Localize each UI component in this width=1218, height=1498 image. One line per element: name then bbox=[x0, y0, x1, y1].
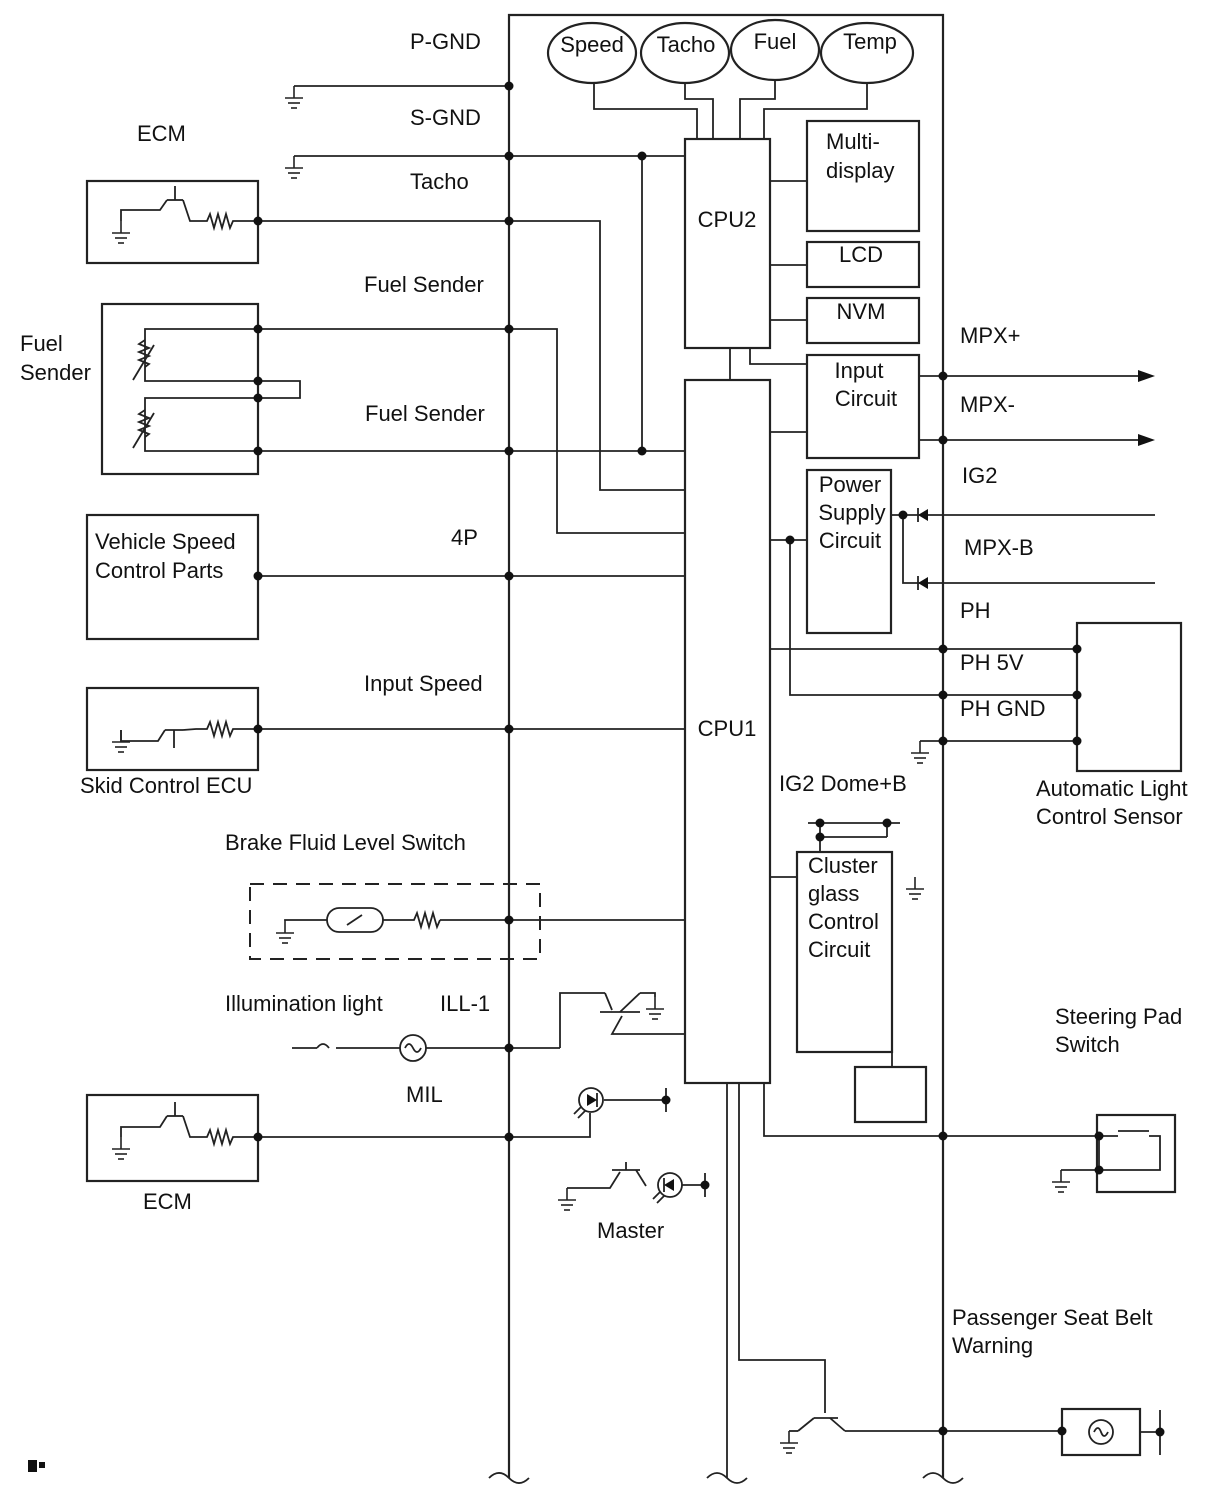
nvm-block: NVM bbox=[805, 296, 921, 345]
steering-pad-wiring bbox=[763, 1083, 1161, 1171]
fuel-meter: Fuel bbox=[729, 18, 821, 82]
cluster-sub-block bbox=[853, 1065, 928, 1124]
ph5v-label: PH 5V bbox=[960, 650, 1024, 675]
ph-label: PH bbox=[960, 598, 991, 623]
input-speed-label: Input Speed bbox=[364, 671, 483, 696]
s-gnd-label: S-GND bbox=[410, 105, 481, 130]
cpu1-block: CPU1 bbox=[683, 378, 772, 1085]
mpx-plus-label: MPX+ bbox=[960, 323, 1021, 348]
lcd-block: LCD bbox=[805, 240, 921, 289]
internal-wiring bbox=[749, 180, 1155, 878]
fuel-sender-unit bbox=[100, 302, 301, 476]
speed-meter-label: Speed bbox=[560, 32, 624, 57]
input-circuit-block: Input Circuit bbox=[805, 353, 921, 460]
multi-display-block: Multi- display bbox=[805, 119, 921, 233]
power-supply-block: Power Supply Circuit bbox=[805, 468, 893, 635]
input-circuit-label-1: Input bbox=[835, 358, 884, 383]
fuel-sender-label-2: Sender bbox=[20, 360, 91, 385]
cpu1-label: CPU1 bbox=[698, 716, 757, 741]
illumination-label: Illumination light bbox=[225, 991, 383, 1016]
alcs-label-2: Control Sensor bbox=[1036, 804, 1183, 829]
nvm-label: NVM bbox=[837, 299, 886, 324]
cluster-glass-block: Cluster glass Control Circuit bbox=[795, 850, 894, 1054]
power-supply-label-2: Supply bbox=[818, 500, 885, 525]
multi-display-label-1: Multi- bbox=[826, 129, 880, 154]
ecm-bottom bbox=[85, 1093, 260, 1183]
ig2-label: IG2 bbox=[962, 463, 997, 488]
temp-meter-label: Temp bbox=[843, 29, 897, 54]
junction-dots bbox=[253, 81, 1165, 1437]
ecm-top bbox=[85, 179, 260, 265]
cluster-label-4: Circuit bbox=[808, 937, 870, 962]
ecm-top-label: ECM bbox=[137, 121, 186, 146]
fuel-sender-signal-label-1: Fuel Sender bbox=[364, 272, 484, 297]
alcs-label-1: Automatic Light bbox=[1036, 776, 1188, 801]
tacho-meter: Tacho bbox=[639, 21, 731, 85]
mpx-b-diode bbox=[917, 576, 928, 590]
mpx-b-label: MPX-B bbox=[964, 535, 1034, 560]
brake-fluid-level-switch bbox=[249, 883, 541, 960]
input-circuit-label-2: Circuit bbox=[835, 386, 897, 411]
ground-symbols bbox=[112, 86, 1070, 1454]
ill1-label: ILL-1 bbox=[440, 991, 490, 1016]
seatbelt-indicator bbox=[1060, 1407, 1161, 1457]
steering-pad-label-2: Switch bbox=[1055, 1032, 1120, 1057]
cpu2-block: CPU2 bbox=[683, 137, 772, 350]
ecm-bottom-label: ECM bbox=[143, 1189, 192, 1214]
speed-meter: Speed bbox=[546, 21, 638, 85]
power-supply-label-1: Power bbox=[819, 472, 881, 497]
tacho-meter-label: Tacho bbox=[657, 32, 716, 57]
p-gnd-label: P-GND bbox=[410, 29, 481, 54]
cpu2-label: CPU2 bbox=[698, 207, 757, 232]
master-led bbox=[652, 1172, 683, 1204]
lcd-label: LCD bbox=[839, 242, 883, 267]
vsc-parts-label-2: Control Parts bbox=[95, 558, 223, 583]
multi-display-label-2: display bbox=[826, 158, 894, 183]
illumination-lamp bbox=[399, 1034, 427, 1062]
power-supply-label-3: Circuit bbox=[819, 528, 881, 553]
fuel-sender-label-1: Fuel bbox=[20, 331, 63, 356]
automatic-light-sensor-box bbox=[1075, 621, 1183, 773]
ill-transistor bbox=[600, 992, 641, 1013]
steering-pad-label-1: Steering Pad bbox=[1055, 1004, 1182, 1029]
vsc-parts-label-1: Vehicle Speed bbox=[95, 529, 236, 554]
master-label: Master bbox=[597, 1218, 664, 1243]
ig2-diode bbox=[917, 508, 928, 522]
fuel-sender-signal-label-2: Fuel Sender bbox=[365, 401, 485, 426]
steering-pad-switch-box bbox=[1095, 1113, 1177, 1194]
meter-enclosure bbox=[507, 13, 945, 1478]
tacho-signal-label: Tacho bbox=[410, 169, 469, 194]
cluster-label-2: glass bbox=[808, 881, 859, 906]
cluster-label-3: Control bbox=[808, 909, 879, 934]
break-marks bbox=[488, 1472, 964, 1484]
left-wiring bbox=[258, 85, 706, 1197]
skid-control-label: Skid Control ECU bbox=[80, 773, 252, 798]
corner-logo-mark bbox=[28, 1460, 45, 1472]
ig2-dome-label: IG2 Dome+B bbox=[779, 771, 907, 796]
temp-meter: Temp bbox=[819, 21, 915, 85]
four-p-label: 4P bbox=[451, 525, 478, 550]
meter-wires bbox=[593, 80, 868, 139]
seatbelt-transistor bbox=[738, 1083, 1062, 1432]
fuel-meter-label: Fuel bbox=[754, 29, 797, 54]
mil-label: MIL bbox=[406, 1082, 443, 1107]
cluster-label-1: Cluster bbox=[808, 853, 878, 878]
mpx-minus-label: MPX- bbox=[960, 392, 1015, 417]
seatbelt-label-2: Warning bbox=[952, 1333, 1033, 1358]
phgnd-label: PH GND bbox=[960, 696, 1046, 721]
skid-control-ecu bbox=[85, 686, 260, 772]
mil-led bbox=[573, 1087, 604, 1119]
master-transistor bbox=[612, 1162, 640, 1171]
brake-fluid-label: Brake Fluid Level Switch bbox=[225, 830, 466, 855]
seatbelt-label-1: Passenger Seat Belt bbox=[952, 1305, 1153, 1330]
